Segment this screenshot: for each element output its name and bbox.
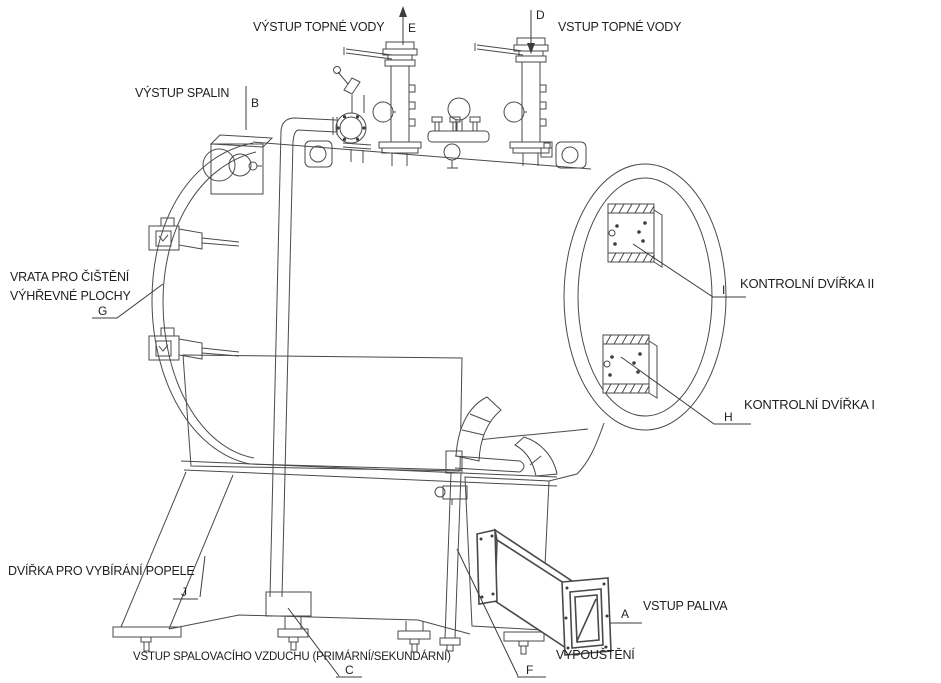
air-inlet-box: [265, 591, 312, 617]
lifting-lug-right: [540, 141, 587, 169]
marker-i: I: [722, 283, 726, 297]
flow-arrow-down: [527, 43, 535, 54]
label-heating-water-outlet: VÝSTUP TOPNÉ VODY: [253, 20, 385, 34]
flow-arrow-up: [399, 6, 407, 17]
leader-lines: [92, 10, 751, 678]
marker-d: D: [536, 8, 545, 22]
inspection-door-i: [602, 334, 658, 399]
marker-g: G: [98, 304, 108, 318]
safety-valve: [333, 66, 372, 163]
label-drain: VYPOUŠTĚNÍ: [556, 648, 635, 662]
rear-elbow-ducts: [455, 396, 558, 477]
label-fuel-inlet: VSTUP PALIVA: [643, 599, 728, 613]
fuel-inlet-duct: [476, 528, 612, 656]
smoke-box: [202, 134, 274, 195]
marker-e: E: [408, 21, 417, 35]
marker-c: C: [345, 663, 354, 677]
marker-b: B: [251, 96, 260, 110]
base-frame: [112, 460, 558, 653]
marker-j: J: [181, 585, 187, 599]
pressure-gauge-manifold: [427, 97, 490, 169]
label-heating-water-inlet: VSTUP TOPNÉ VODY: [558, 20, 682, 34]
drain-pipe: [434, 450, 525, 652]
door-latch-upper: [148, 217, 240, 251]
marker-a: A: [621, 607, 630, 621]
label-cleaning-door-line2: VÝHŘEVNÉ PLOCHY: [10, 289, 131, 303]
front-chamber-box: [182, 354, 463, 472]
heating-water-outlet-valve: [343, 41, 422, 166]
label-combustion-air-inlet: VSTUP SPALOVACÍHO VZDUCHU (PRIMÁRNÍ/SEKU…: [133, 651, 451, 663]
label-inspection-door-2: KONTROLNÍ DVÍŘKA II: [740, 276, 875, 291]
marker-h: H: [724, 410, 733, 424]
label-cleaning-door-line1: VRATA PRO ČIŠTĚNÍ: [10, 270, 130, 284]
heating-water-inlet-valve: [474, 37, 553, 166]
label-flue-gas-outlet: VÝSTUP SPALIN: [135, 86, 230, 100]
boiler-shell: [151, 141, 605, 482]
label-ash-removal-door: DVÍŘKA PRO VYBÍRÁNÍ POPELE: [8, 564, 195, 578]
lifting-lug-left: [304, 140, 333, 168]
marker-f: F: [526, 663, 534, 677]
flue-pipe: [269, 117, 338, 598]
label-inspection-door-1: KONTROLNÍ DVÍŘKA I: [744, 397, 875, 412]
